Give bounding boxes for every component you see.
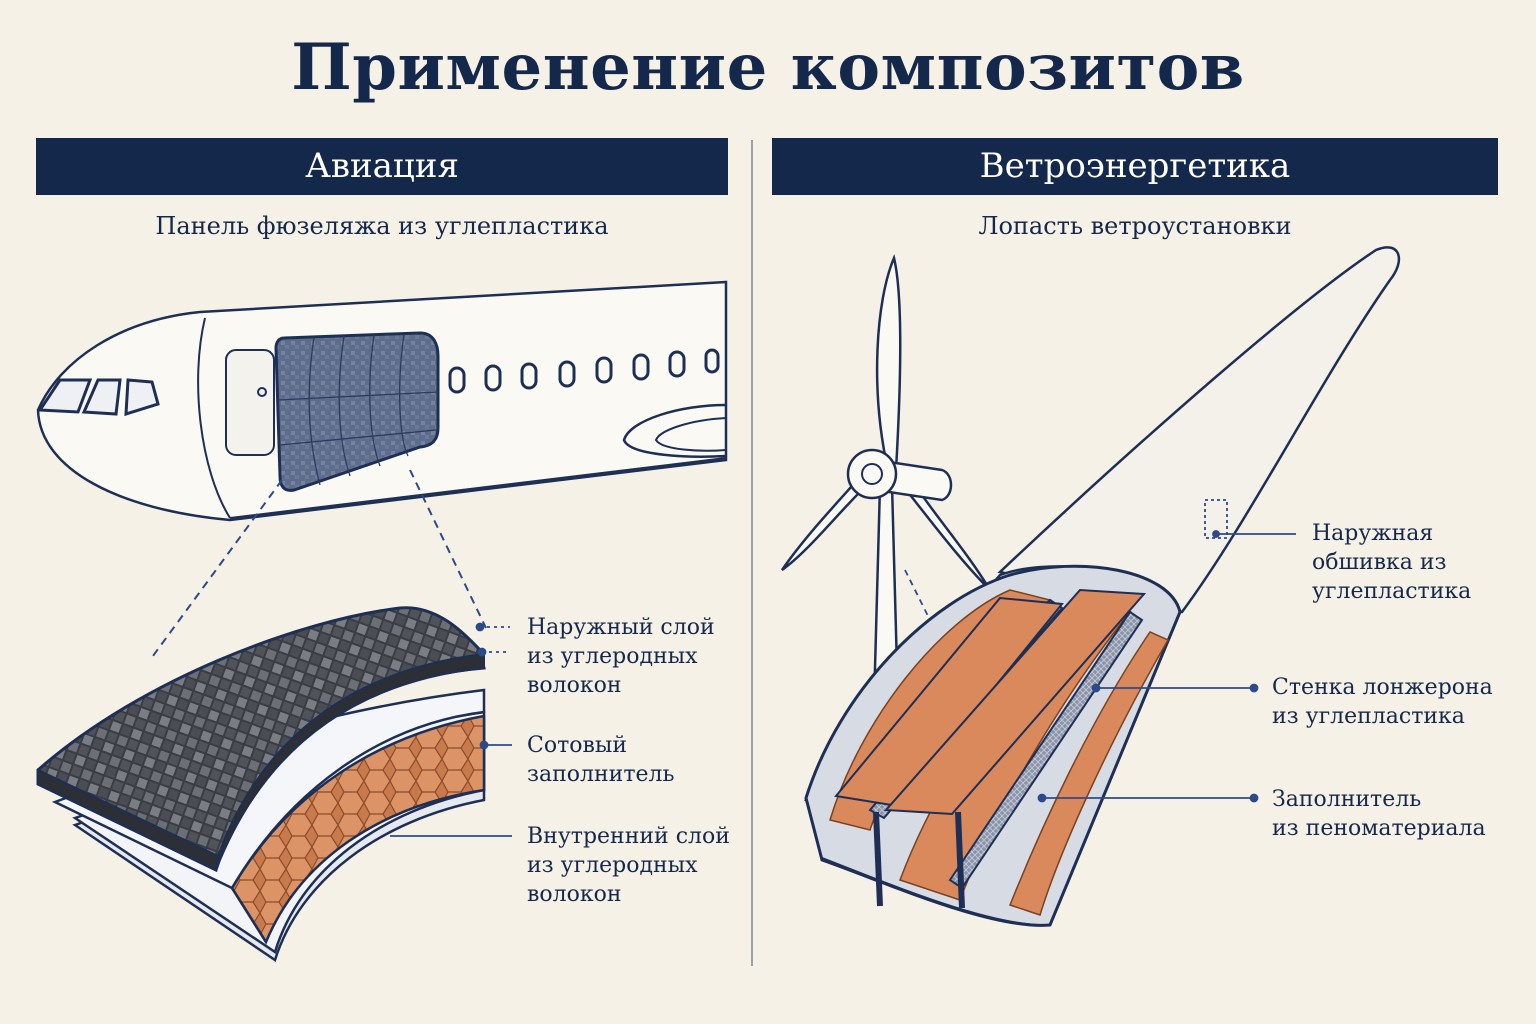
label-spar-web: Стенка лонжерона из углепластика xyxy=(1272,675,1493,729)
section-divider xyxy=(751,140,753,966)
label-honeycomb-core: Сотовый заполнитель xyxy=(527,733,675,787)
projection-lines-aviation xyxy=(149,469,487,661)
sandwich-panel-exploded xyxy=(36,606,486,962)
fuselage-composite-panel xyxy=(274,331,440,492)
wind-blade-cutaway xyxy=(803,246,1401,927)
label-outer-skin: Наружная обшивка из углепластика xyxy=(1312,521,1472,604)
wind-subtitle: Лопасть ветроустановки xyxy=(978,212,1292,240)
aviation-subtitle: Панель фюзеляжа из углепластика xyxy=(155,212,609,240)
section-header-wind: Ветроэнергетика xyxy=(772,138,1498,195)
label-outer-carbon-layer: Наружный слой из углеродных волокон xyxy=(527,615,715,698)
section-header-aviation: Авиация xyxy=(36,138,728,195)
wind-callout-lines xyxy=(1037,499,1296,803)
wind-turbine xyxy=(780,254,992,707)
page-title: Применение композитов xyxy=(291,30,1245,105)
label-foam-core: Заполнитель из пеноматериала xyxy=(1272,787,1486,841)
label-inner-carbon-layer: Внутренний слой из углеродных волокон xyxy=(527,824,730,907)
aviation-callout-lines xyxy=(390,622,512,837)
